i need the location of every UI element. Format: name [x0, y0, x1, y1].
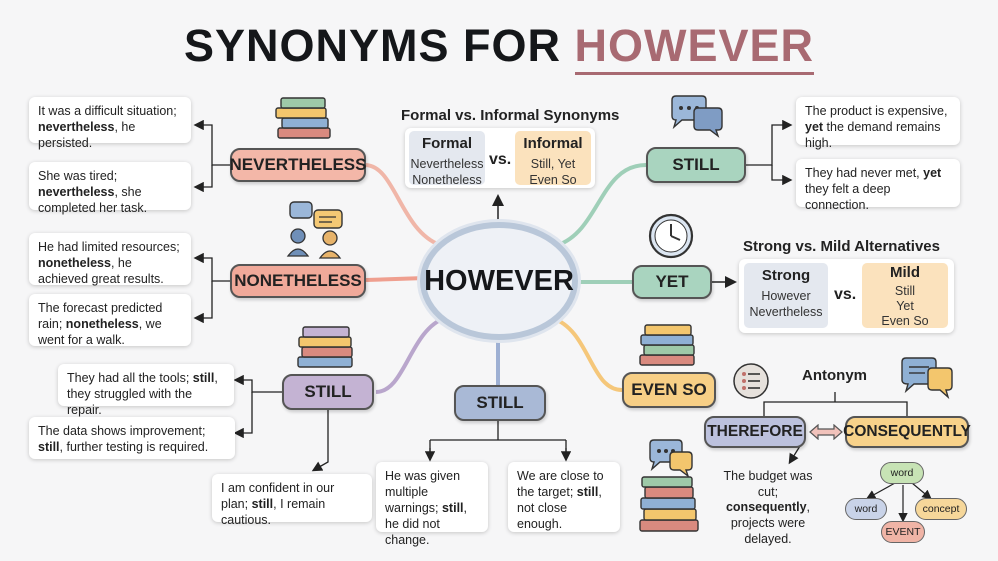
double-arrow-icon [809, 424, 843, 440]
formal-box: Formal Nevertheless Nonetheless [409, 131, 485, 187]
example-yet-1: The product is expensive, yet the demand… [796, 97, 960, 150]
node-nonetheless[interactable]: NONETHELESS [230, 264, 366, 298]
page-title: SYNONYMS FOR HOWEVER [0, 20, 998, 75]
informal-item: Still, Yet [530, 156, 576, 171]
strong-head: Strong [761, 267, 811, 284]
center-hub[interactable]: HOWEVER [420, 222, 578, 340]
node-nevertheless[interactable]: NEVERTHELESS [230, 148, 367, 182]
antonym-label: Antonym [802, 367, 867, 384]
example-still-bottom-1: He was given multiple warnings; still, h… [376, 462, 488, 547]
strong-box: Strong However Nevertheless [744, 263, 828, 328]
example-nonetheless-1: He had limited resources; nonetheless, h… [29, 233, 191, 286]
books-icon [639, 476, 699, 532]
formal-item: Nevertheless [410, 156, 484, 171]
example-nevertheless-1: It was a difficult situation; neverthele… [29, 97, 191, 150]
strong-item: Nevertheless [749, 304, 823, 319]
chat-bubbles-icon [649, 439, 693, 478]
clock-icon [648, 213, 694, 259]
books-icon [275, 97, 331, 139]
node-therefore[interactable]: THEREFORE [704, 416, 806, 448]
informal-box: Informal Still, Yet Even So [515, 131, 591, 187]
strength-vs: vs. [834, 286, 857, 303]
example-nevertheless-2: She was tired; nevertheless, she complet… [29, 162, 191, 215]
strong-item: However [761, 288, 811, 303]
node-consequently[interactable]: CONSEQUENTLY [843, 416, 971, 448]
node-still-left[interactable]: STILL [282, 374, 374, 410]
tree-node-right: concept [915, 498, 967, 520]
strength-panel-title: Strong vs. Mild Alternatives [743, 238, 940, 255]
example-consequently: The budget was cut; consequently, projec… [723, 469, 813, 546]
formal-item: Nonetheless [412, 172, 482, 187]
example-still-3: I am confident in our plan; still, I rem… [212, 474, 372, 527]
tree-node-left: word [845, 498, 887, 520]
example-nonetheless-2: The forecast predicted rain; nonetheless… [29, 294, 191, 347]
formal-head: Formal [421, 135, 472, 152]
mild-item: Even So [881, 314, 929, 328]
example-still-2: The data shows improvement; still, furth… [29, 417, 235, 459]
books-icon [297, 326, 353, 368]
example-yet-2: They had never met, yet they felt a deep… [796, 159, 960, 212]
speech-bubble-icon [901, 357, 953, 400]
tree-node-bottom: EVENT [881, 521, 925, 543]
mild-item: Still [894, 284, 916, 298]
node-still-right[interactable]: STILL [646, 147, 746, 183]
informal-item: Even So [529, 172, 577, 187]
books-icon [639, 324, 695, 366]
chat-bubbles-icon [671, 95, 723, 138]
formal-vs: vs. [489, 151, 512, 168]
tree-node-top: word [880, 462, 924, 484]
node-still-bottom[interactable]: STILL [454, 385, 546, 421]
mild-head: Mild [890, 264, 920, 281]
example-still-1: They had all the tools; still, they stru… [58, 364, 234, 417]
node-yet[interactable]: YET [632, 265, 712, 299]
formal-panel-title: Formal vs. Informal Synonyms [401, 107, 620, 124]
people-talking-icon [286, 201, 343, 259]
example-still-bottom-2: We are close to the target; still, not c… [508, 462, 620, 532]
informal-head: Informal [523, 135, 583, 152]
mild-item: Yet [896, 299, 914, 313]
node-even-so[interactable]: EVEN SO [622, 372, 716, 408]
mild-box: Mild Still Yet Even So [862, 263, 948, 328]
list-icon [733, 363, 769, 399]
